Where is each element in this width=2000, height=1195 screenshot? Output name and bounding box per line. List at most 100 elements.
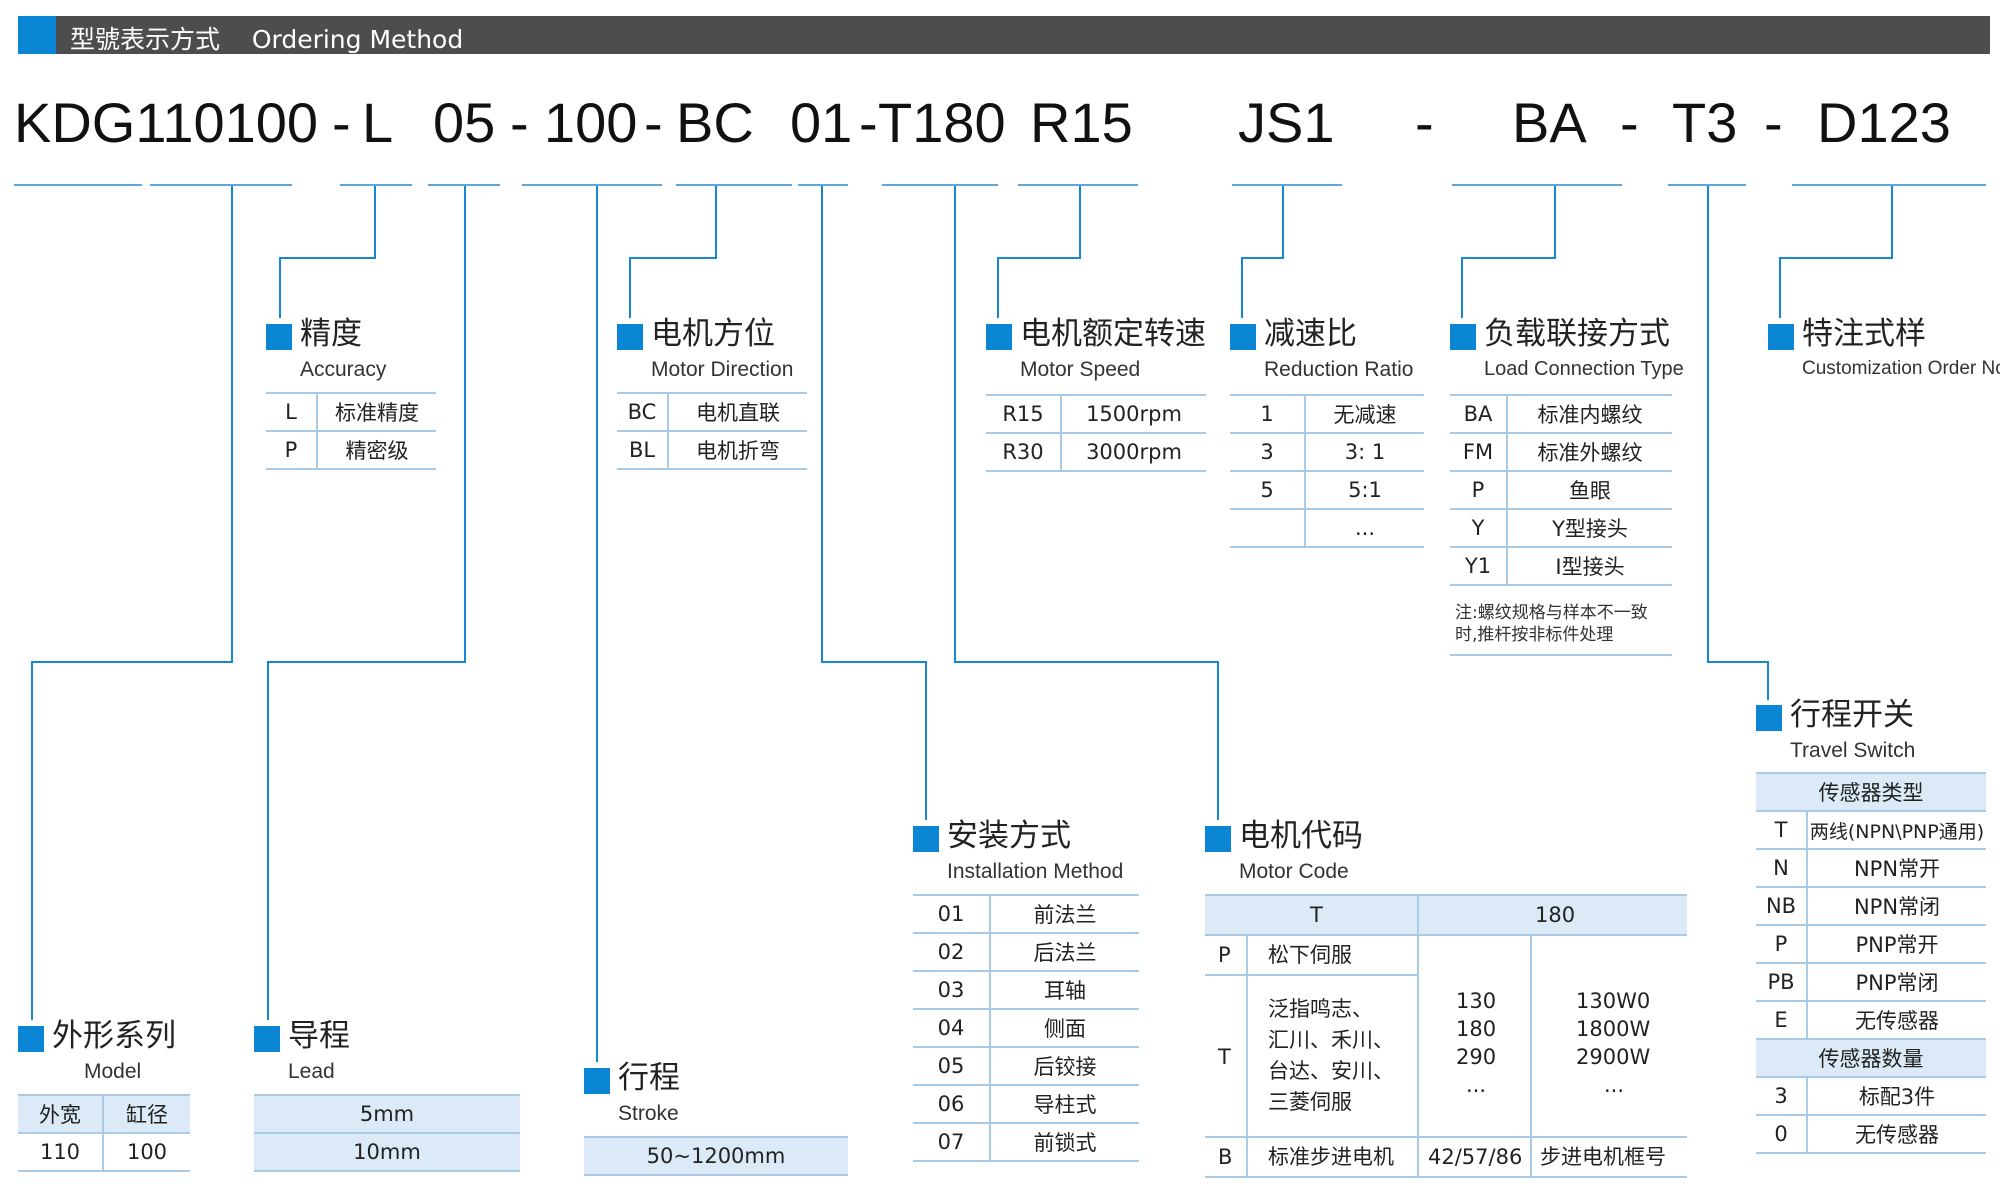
code-stroke: 100 [544,91,638,154]
sensor-desc: NPN常闭 [1807,886,1986,926]
connector-model [31,186,233,1020]
model-marker [18,1026,44,1052]
code-sep-3: - [644,91,663,154]
motor-speed-value: 3000rpm [1061,432,1206,472]
lead-value: 10mm [254,1132,520,1172]
installation-code: 01 [913,894,991,934]
code-sep-1: - [332,91,351,154]
motor-code-frame-4: ... [1466,1073,1487,1097]
underline-installation [798,184,848,186]
motor-speed-marker [986,324,1012,350]
motor-direction-marker [617,324,643,350]
motor-code-p-desc: 松下伺服 [1268,943,1352,967]
code-motor-direction: BC [676,91,754,154]
load-title-zh: 负载联接方式 [1484,316,1670,352]
installation-desc: 后铰接 [990,1046,1139,1086]
code-motor-code: T180 [878,91,1006,154]
code-sep-7: - [1764,91,1783,154]
load-desc: 标准外螺纹 [1507,432,1672,472]
sensor-desc: NPN常开 [1807,848,1986,888]
motor-code-p: P [1218,943,1231,967]
sensor-code: P [1756,924,1808,964]
installation-code: 03 [913,970,991,1010]
reduction-code: 1 [1230,394,1306,434]
table-row: 外宽缸径 [18,1094,190,1134]
table-row: 50~1200mm [584,1136,848,1176]
motor-code-header-row [1205,894,1687,934]
connector-installation [821,186,927,820]
motor-code-frame-3: 290 [1456,1045,1497,1069]
sensor-desc: 无传感器 [1807,1000,1986,1040]
underline-accuracy [340,184,412,186]
reduction-title-zh: 减速比 [1264,316,1357,352]
installation-code: 06 [913,1084,991,1124]
customization-title-en: Customization Order No. [1802,358,2000,379]
motor-direction-title-zh: 电机方位 [651,316,775,352]
lead-value: 5mm [254,1094,520,1134]
stroke-table: 50~1200mm [584,1136,848,1176]
sensor-code: E [1756,1000,1808,1040]
code-sep-2: - [510,91,529,154]
motor-speed-title-zh: 电机额定转速 [1020,316,1206,352]
motor-speed-code: R15 [986,394,1062,434]
code-model: KDG110100 [14,91,319,154]
accuracy-marker [266,324,292,350]
sensor-qty-desc: 无传感器 [1807,1114,1986,1154]
stroke-title-en: Stroke [618,1102,679,1125]
motor-code-rule [1246,934,1248,1176]
motor-code-frame-2: 180 [1456,1017,1497,1041]
motor-code-t-desc-3: 台达、安川、 [1268,1059,1394,1083]
sensor-desc: 两线(NPN\PNP通用) [1807,810,1986,850]
motor-direction-code: BC [617,392,669,432]
installation-desc: 导柱式 [990,1084,1139,1124]
motor-code-rule [1530,934,1532,1176]
load-desc: Y型接头 [1507,508,1672,548]
model-width-value: 110 [18,1132,104,1172]
lead-table: 5mm 10mm [254,1094,520,1172]
motor-code-rule [1205,974,1417,976]
motor-code-title-zh: 电机代码 [1239,818,1363,854]
travel-switch-title-en: Travel Switch [1790,739,1916,762]
table-row: 10mm [254,1132,520,1172]
motor-code-b: B [1218,1145,1233,1169]
motor-code-power-1: 130W0 [1576,989,1651,1013]
travel-switch-title-zh: 行程开关 [1790,697,1914,733]
load-note: 注:螺纹规格与样本不一致 时,推杆按非标件处理 [1455,602,1677,646]
header-title-en: Ordering Method [251,25,464,54]
header-accent-block [18,16,56,54]
installation-marker [913,826,939,852]
connector-load [1461,186,1556,318]
code-sep-5: - [1415,91,1434,154]
reduction-code [1230,508,1306,548]
connector-motor-direction [629,186,717,318]
underline-motor-speed [1018,184,1138,186]
motor-code-title-en: Motor Code [1239,860,1349,883]
header-bar: 型號表示方式 Ordering Method [18,16,1990,54]
motor-direction-desc: 电机直联 [668,392,807,432]
accuracy-title-zh: 精度 [300,316,362,352]
connector-lead [267,186,466,1020]
motor-code-header-t: T [1310,903,1323,927]
travel-switch-marker [1756,705,1782,731]
motor-code-header-180: 180 [1535,903,1576,927]
sensor-qty-code: 0 [1756,1114,1808,1154]
